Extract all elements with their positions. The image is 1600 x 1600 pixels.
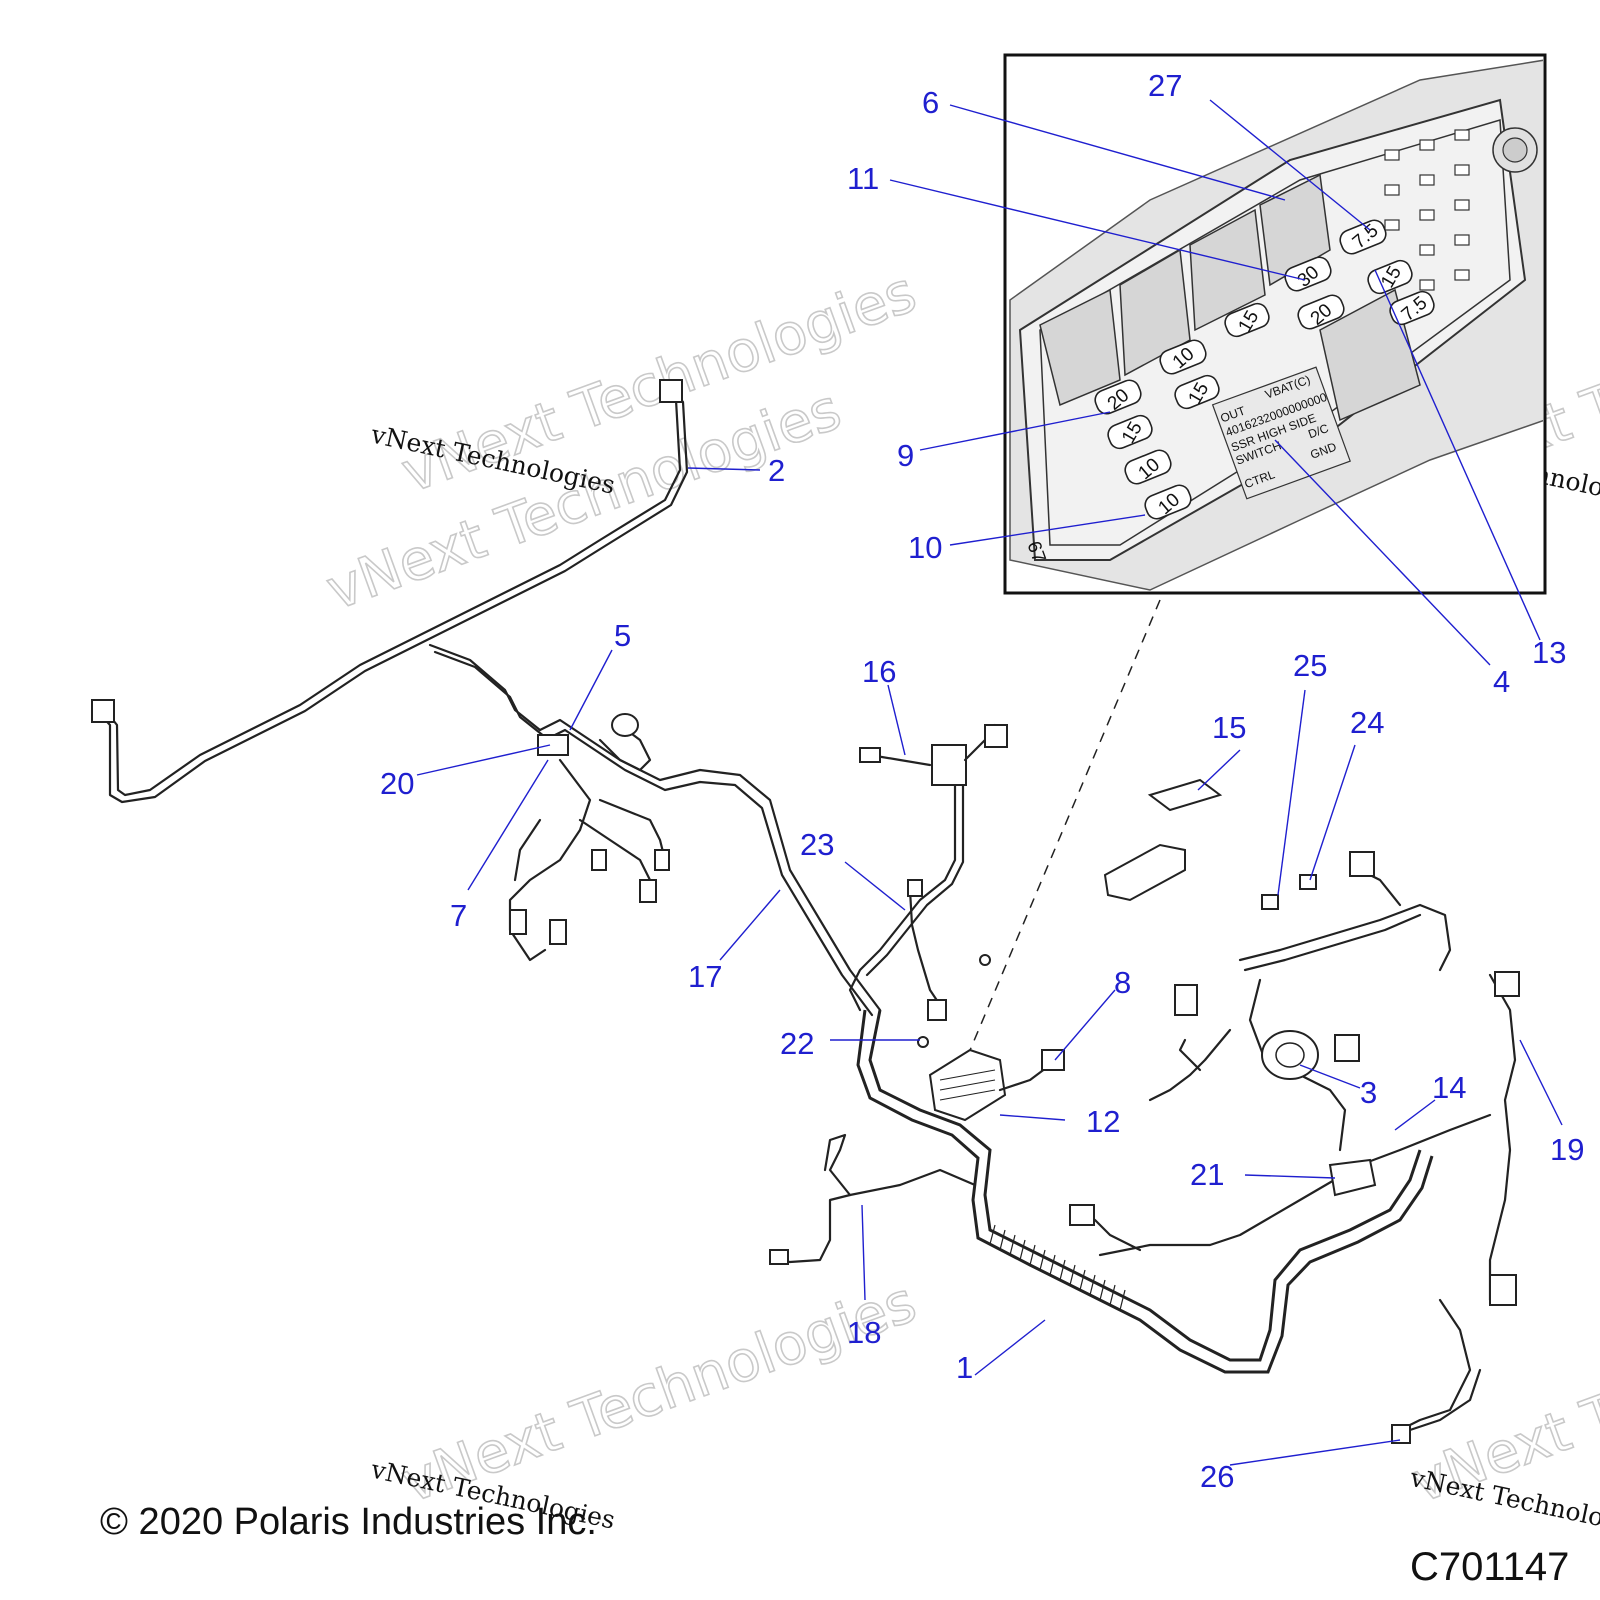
- fuse-7-5-b: [1389, 290, 1435, 326]
- callout-8: 8: [1114, 965, 1131, 1000]
- callout-12: 12: [1086, 1104, 1120, 1139]
- callout-25: 25: [1293, 648, 1327, 683]
- relay-1: [1039, 288, 1121, 407]
- terminal-rows: [1384, 129, 1470, 291]
- front-harness-grommet: [611, 713, 639, 737]
- callout-13: 13: [1532, 635, 1566, 670]
- callout-19: 19: [1550, 1132, 1584, 1167]
- fuse-15-d: [1107, 414, 1153, 450]
- callout-17: 17: [688, 959, 722, 994]
- grommet-3: [1261, 1030, 1319, 1080]
- fastener-22: [917, 1036, 929, 1048]
- fuse-box-tray: [1018, 98, 1527, 561]
- callout-6: 6: [922, 85, 939, 120]
- callout-3: 3: [1360, 1075, 1377, 1110]
- callout-10: 10: [908, 530, 942, 565]
- callout-27: 27: [1148, 68, 1182, 103]
- fuse-15-c: [1174, 374, 1220, 410]
- main-harness: [868, 1009, 1422, 1362]
- control-module: [1103, 843, 1186, 902]
- callout-23: 23: [800, 827, 834, 862]
- relay-3: [1189, 208, 1266, 332]
- callout-21: 21: [1190, 1157, 1224, 1192]
- front-harness-bracket: [537, 734, 569, 756]
- fuse-7-5-a: [1339, 219, 1387, 255]
- callout-14: 14: [1432, 1070, 1466, 1105]
- callout-20: 20: [380, 766, 414, 801]
- leader-lines: [416, 99, 1563, 1466]
- fuse-box-connector: [931, 744, 967, 786]
- callout-15: 15: [1212, 710, 1246, 745]
- fuse-30: [1284, 256, 1332, 292]
- callout-1: 1: [956, 1350, 973, 1385]
- callout-5: 5: [614, 618, 631, 653]
- bracket-21: [1328, 1158, 1377, 1197]
- callout-9: 9: [897, 438, 914, 473]
- dash-harness: [538, 718, 882, 1012]
- fuse-15-a: [1367, 259, 1413, 295]
- callout-26: 26: [1200, 1459, 1234, 1494]
- label-decal: [1147, 778, 1223, 812]
- relay-4: [1259, 173, 1331, 287]
- harness-drawing: [91, 379, 1520, 1444]
- main-harness-conduit: [989, 1224, 1126, 1311]
- callout-2: 2: [768, 453, 785, 488]
- fuse-10-c: [1144, 484, 1192, 520]
- figure-id: C701147: [1410, 1545, 1569, 1589]
- callouts: 1 2 3 4 5 6 7 8 9 10 11 12 13 14 15 16 1…: [380, 68, 1584, 1494]
- fuse-10-a: [1159, 339, 1207, 375]
- callout-7: 7: [450, 898, 467, 933]
- fuse-20-a: [1297, 294, 1345, 330]
- callout-22: 22: [780, 1026, 814, 1061]
- fuse-15-b: [1224, 302, 1270, 338]
- callout-24: 24: [1350, 705, 1384, 740]
- clip-25: [1299, 874, 1317, 890]
- fuses: 7.5 30 15 20 7.5 15 10 20 15 15: [1094, 219, 1435, 520]
- rear-harness: [103, 388, 682, 797]
- rear-harness-connector-top: [659, 379, 683, 403]
- panel-dc: D/C: [1306, 421, 1331, 441]
- fuse-10-b: [1124, 449, 1172, 485]
- callout-18: 18: [847, 1315, 881, 1350]
- clip-24: [1261, 894, 1279, 910]
- relay-2: [1119, 248, 1191, 377]
- fuse-20-b: [1094, 379, 1142, 415]
- fuse-box-inset: 7.5 30 15 20 7.5 15 10 20 15 15: [1003, 53, 1547, 595]
- callout-4: 4: [1493, 664, 1510, 699]
- copyright-notice: © 2020 Polaris Industries Inc.: [100, 1501, 597, 1543]
- rear-harness-connector-left: [91, 699, 115, 723]
- callout-16: 16: [862, 654, 896, 689]
- clip-26: [1391, 1424, 1411, 1444]
- callout-11: 11: [847, 161, 879, 196]
